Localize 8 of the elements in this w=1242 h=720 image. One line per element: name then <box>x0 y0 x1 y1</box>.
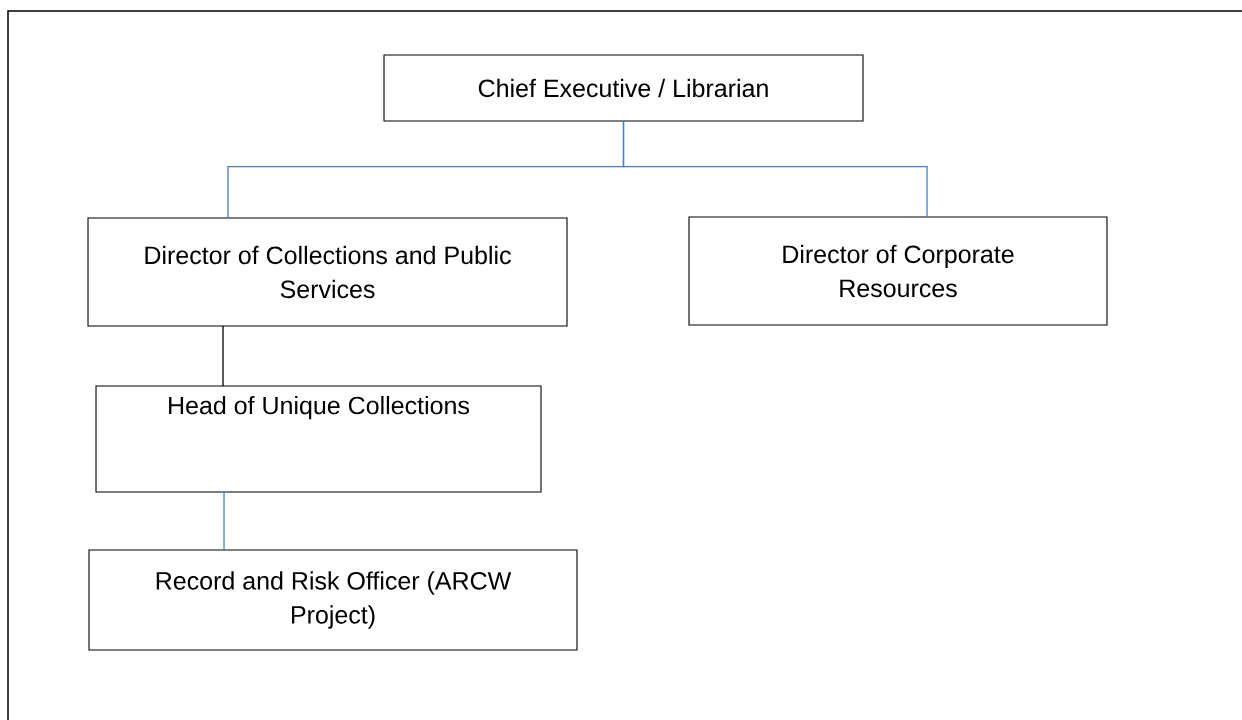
connector-line <box>223 491 225 551</box>
org-box: Head of Unique Collections <box>95 385 542 493</box>
org-box: Director of Corporate Resources <box>688 216 1108 326</box>
org-box: Director of Collections and Public Services <box>87 217 568 327</box>
connector-line <box>622 120 928 218</box>
connector-line <box>222 325 224 387</box>
org-box: Chief Executive / Librarian <box>383 54 864 122</box>
org-box: Record and Risk Officer (ARCW Project) <box>88 549 578 651</box>
